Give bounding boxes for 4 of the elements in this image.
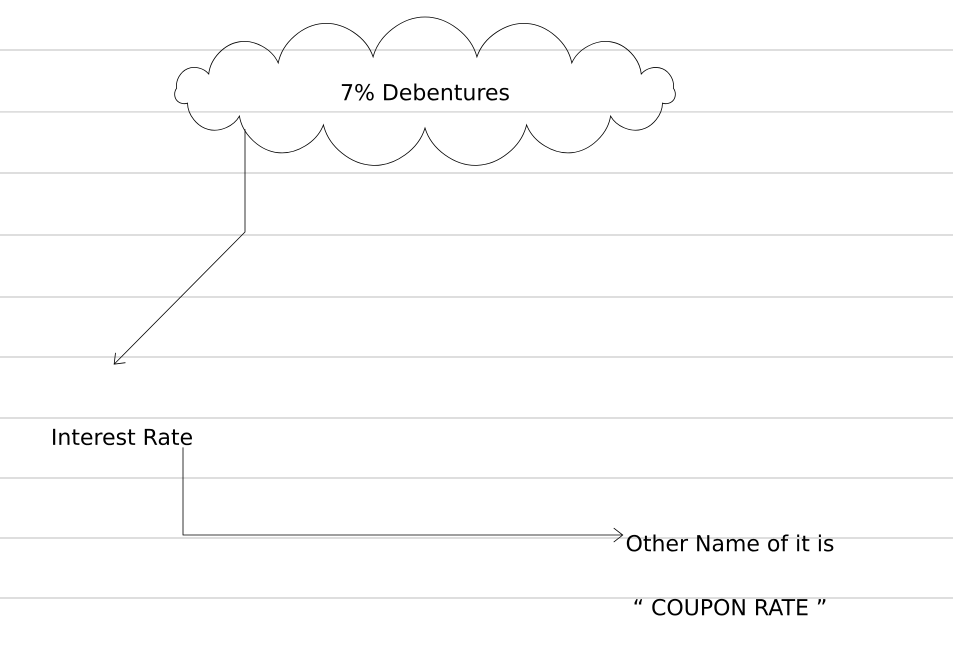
arrow — [182, 446, 624, 542]
node-text: Interest Rate — [53, 428, 192, 446]
arrow — [114, 128, 246, 365]
node-text: Other Name of it is “ COUPON RATE ” — [626, 534, 834, 616]
